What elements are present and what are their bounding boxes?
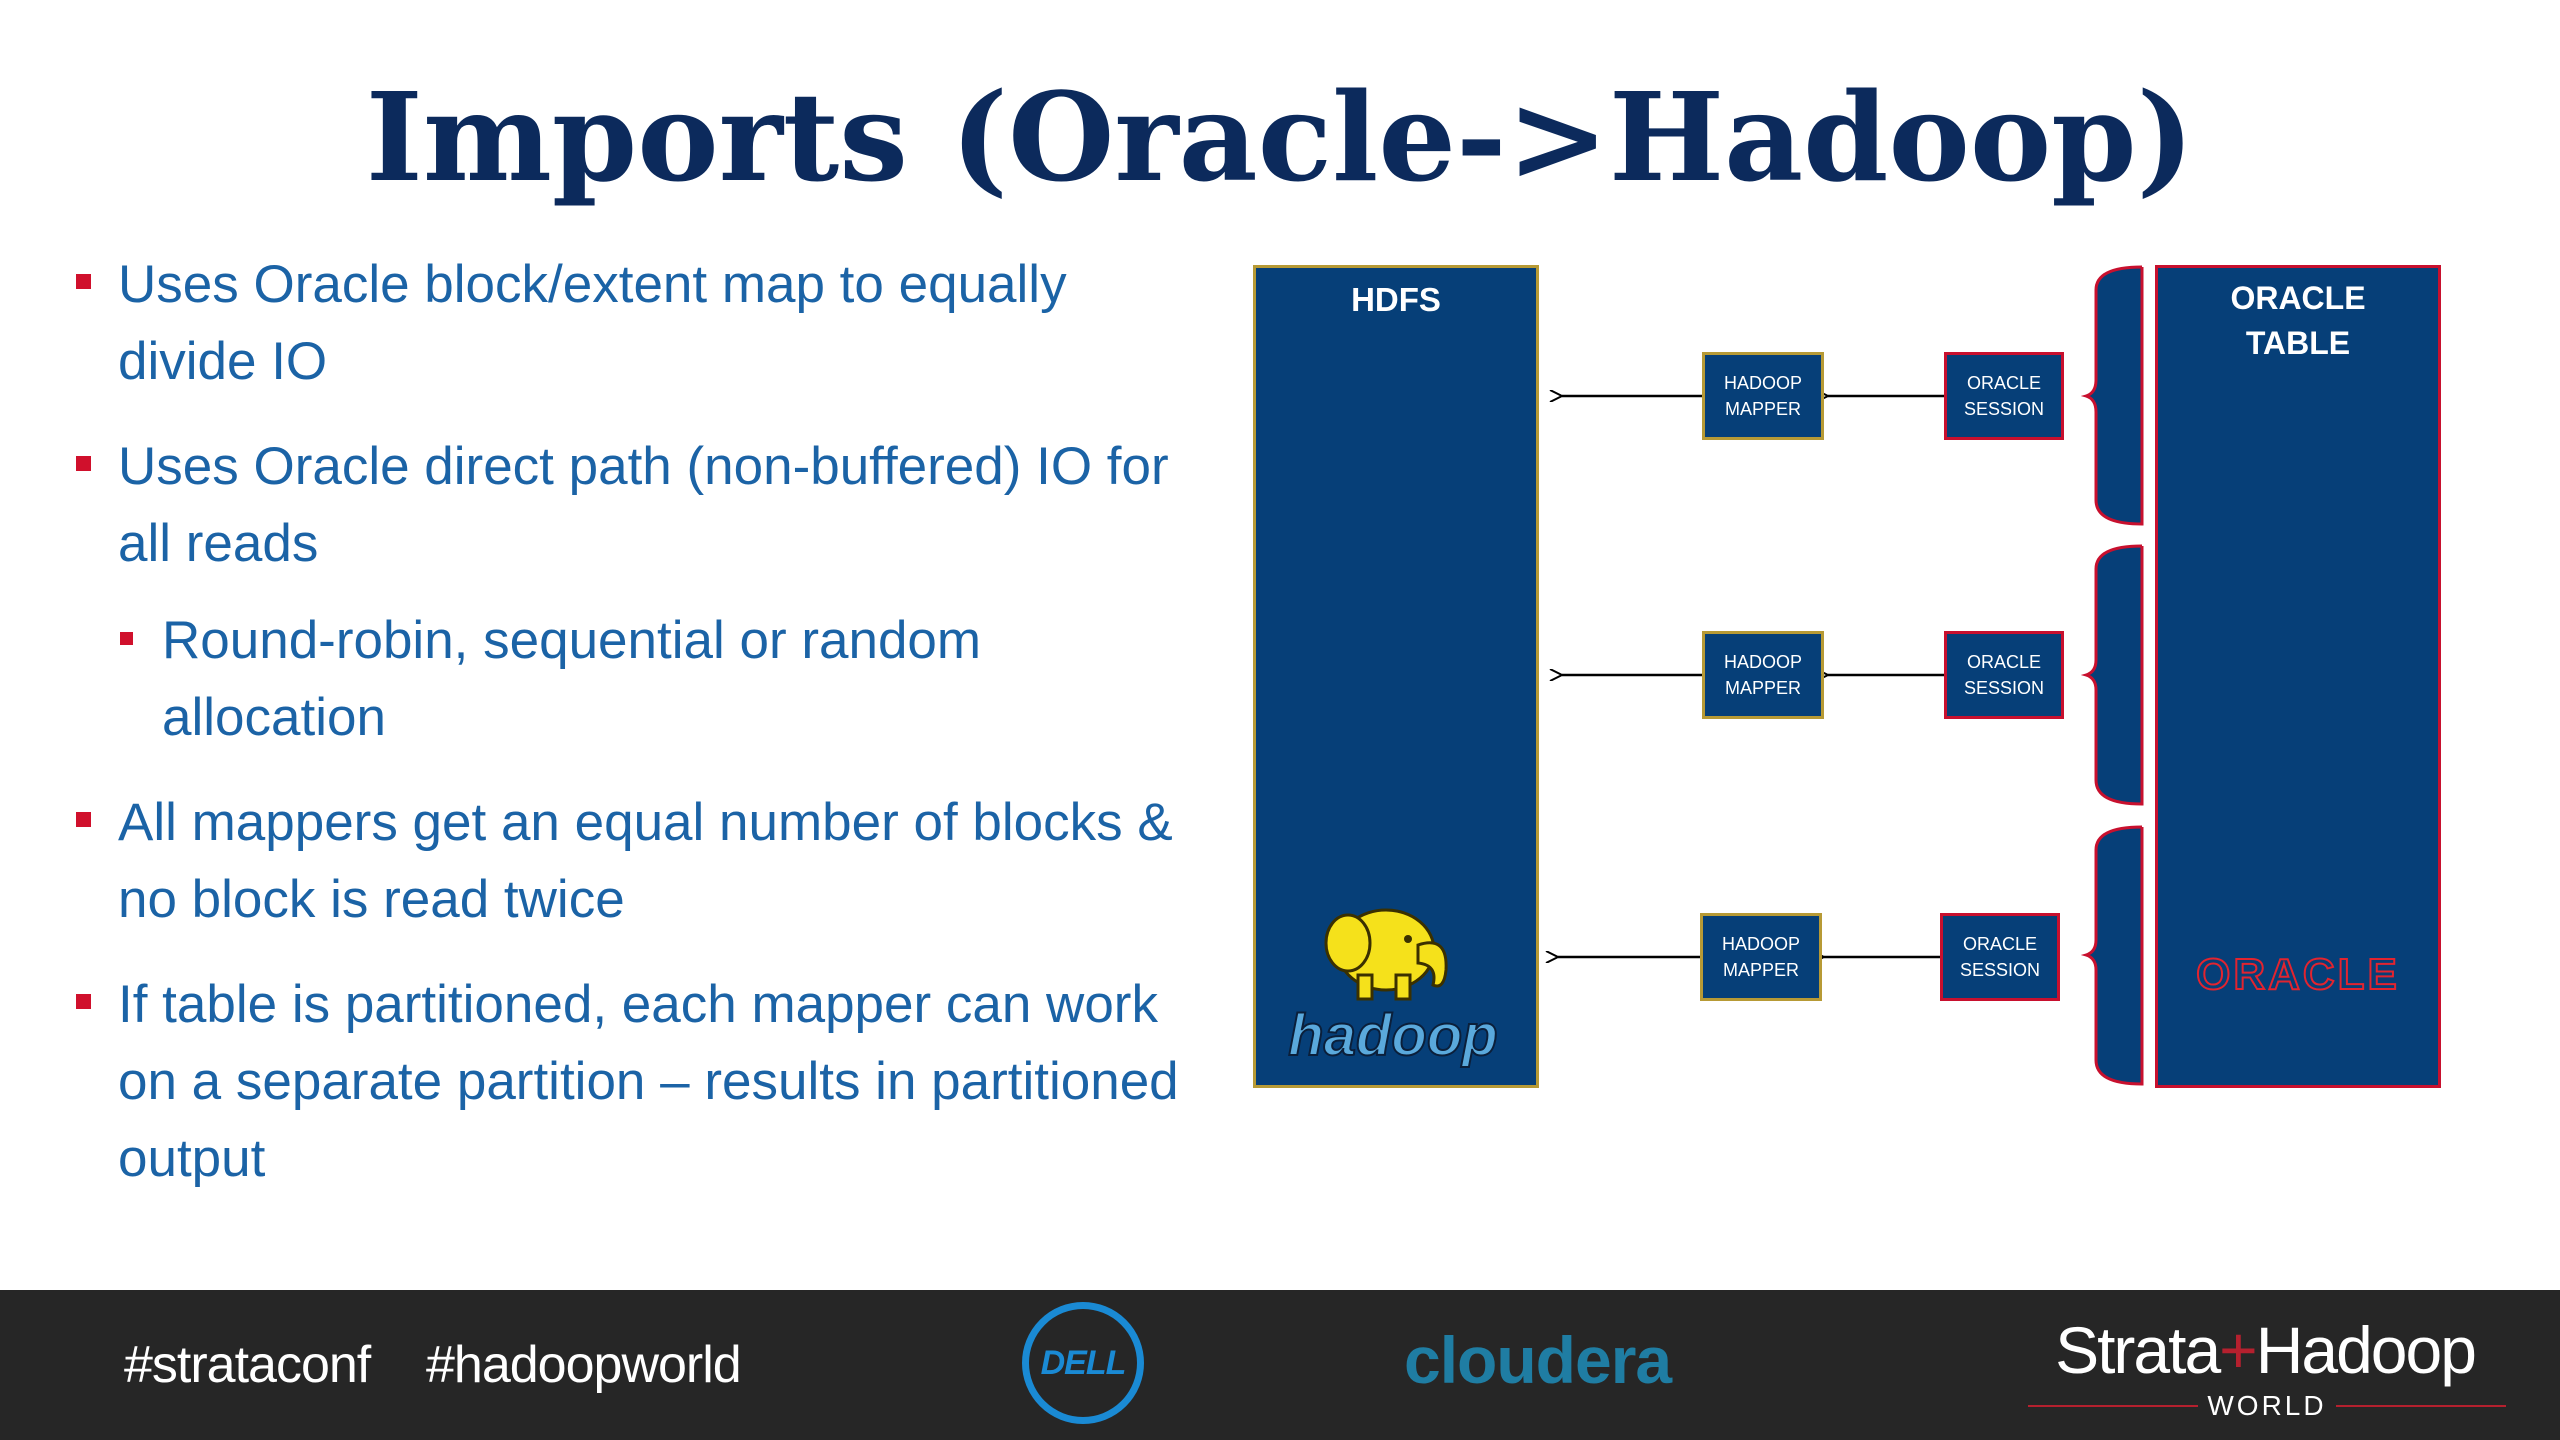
session-label-line-1: ORACLE xyxy=(1966,652,2042,672)
hadoop-elephant-logo: hadoop xyxy=(1287,908,1499,1069)
strata-divider-right xyxy=(2336,1405,2506,1407)
session-label-line-1: ORACLE xyxy=(1962,934,2038,954)
hadoop-word: Hadoop xyxy=(2255,1313,2477,1387)
hashtag-hadoopworld: #hadoopworld xyxy=(426,1336,742,1394)
strata-logo-text: Strata+Hadoop xyxy=(2020,1312,2510,1388)
strata-plus: + xyxy=(2219,1313,2258,1387)
oracle-table-box: ORACLE TABLE xyxy=(2155,265,2441,1088)
mapper-label-line-1: HADOOP xyxy=(1723,373,1802,393)
session-label-line-1: ORACLE xyxy=(1966,373,2042,393)
cloudera-logo: cloudera xyxy=(1404,1323,1672,1397)
oracle-logo: ORACLE xyxy=(2195,949,2400,1000)
hadoop-mapper-box-1: HADOOP MAPPER xyxy=(1702,352,1824,440)
session-label-line-2: SESSION xyxy=(1963,399,2045,419)
oracle-session-box-1: ORACLE SESSION xyxy=(1944,352,2064,440)
bracket-3 xyxy=(2080,825,2144,1086)
session-label-line-2: SESSION xyxy=(1959,960,2041,980)
hadoop-mapper-box-3: HADOOP MAPPER xyxy=(1700,913,1822,1001)
strata-divider-left xyxy=(2028,1405,2198,1407)
bullet-list: Uses Oracle block/extent map to equally … xyxy=(70,246,1190,1225)
diagram-connectors xyxy=(0,265,2144,1086)
world-text: WORLD xyxy=(2207,1390,2327,1421)
oracle-table-label-line-1: ORACLE xyxy=(2230,280,2366,316)
bracket-2 xyxy=(2080,544,2144,806)
strata-word: Strata xyxy=(2055,1313,2221,1387)
oracle-session-box-3: ORACLE SESSION xyxy=(1940,913,2060,1001)
hashtag-strataconf: #strataconf xyxy=(124,1336,371,1394)
mapper-label-line-1: HADOOP xyxy=(1721,934,1800,954)
slide-title: Imports (Oracle->Hadoop) xyxy=(365,65,2195,209)
bracket-1 xyxy=(2080,265,2144,526)
dell-logo-text: DELL xyxy=(1040,1343,1127,1382)
mapper-label-line-2: MAPPER xyxy=(1724,399,1801,419)
oracle-table-label: ORACLE TABLE xyxy=(2158,276,2438,366)
mapper-label-line-2: MAPPER xyxy=(1724,678,1801,698)
strata-hadoop-world-logo: Strata+Hadoop WORLD xyxy=(2020,1312,2510,1422)
bullet-item: Uses Oracle block/extent map to equally … xyxy=(70,246,1190,400)
bullet-item: Uses Oracle direct path (non-buffered) I… xyxy=(70,428,1190,582)
dell-logo: DELL xyxy=(1022,1302,1144,1424)
mapper-label-line-2: MAPPER xyxy=(1722,960,1799,980)
sub-bullet-item: Round-robin, sequential or random alloca… xyxy=(114,602,1190,756)
elephant-icon xyxy=(1324,908,1448,1001)
bullet-item: All mappers get an equal number of block… xyxy=(70,784,1190,938)
bullet-item: If table is partitioned, each mapper can… xyxy=(70,966,1190,1197)
hdfs-label: HDFS xyxy=(1351,281,1441,318)
mapper-label-line-1: HADOOP xyxy=(1723,652,1802,672)
footer-bar: #strataconf #hadoopworld DELL cloudera S… xyxy=(0,1290,2560,1440)
hadoop-logo-text: hadoop xyxy=(1288,1003,1497,1068)
session-label-line-2: SESSION xyxy=(1963,678,2045,698)
oracle-table-label-line-2: TABLE xyxy=(2245,325,2351,361)
oracle-session-box-2: ORACLE SESSION xyxy=(1944,631,2064,719)
hadoop-mapper-box-2: HADOOP MAPPER xyxy=(1702,631,1824,719)
